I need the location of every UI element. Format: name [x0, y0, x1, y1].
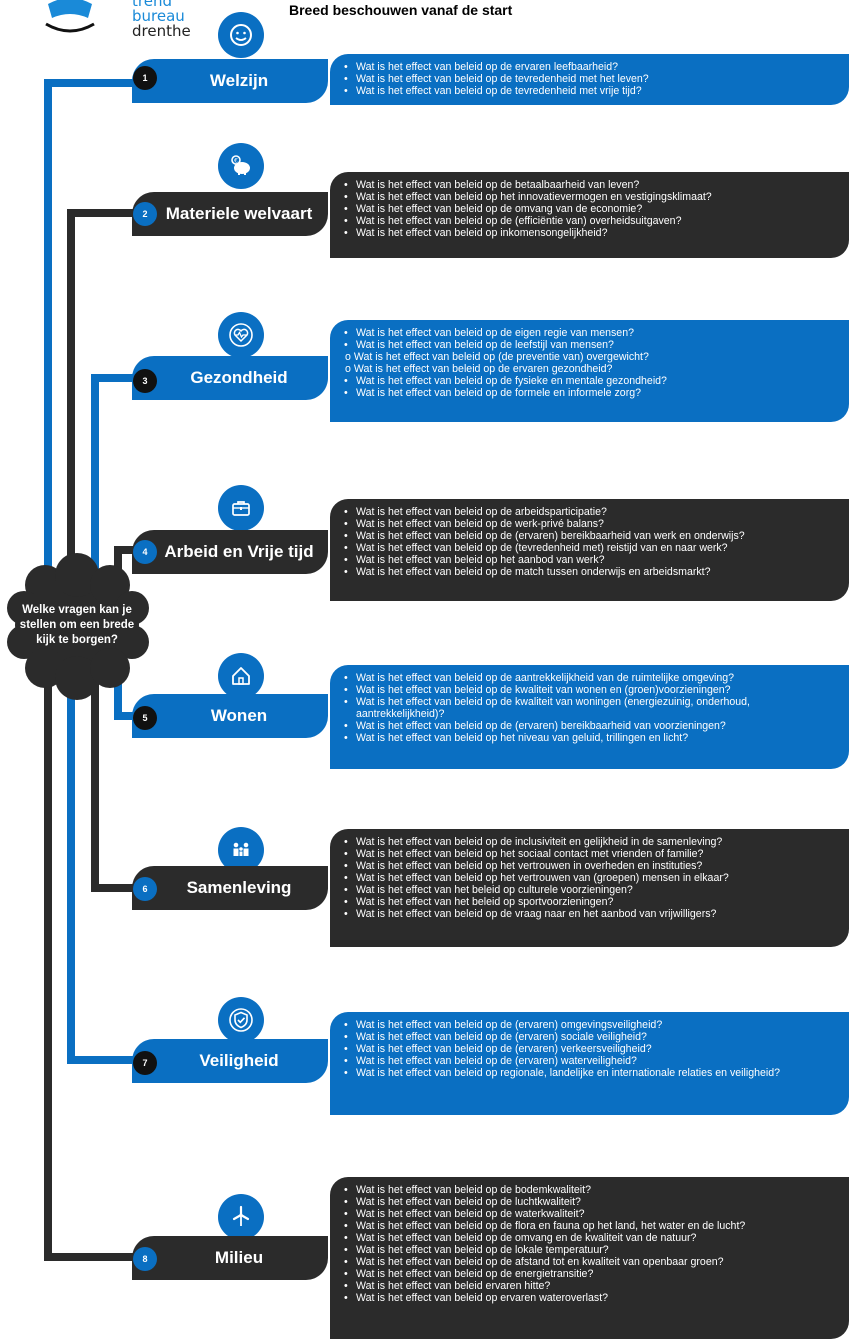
theme-pill-milieu: Milieu: [132, 1236, 328, 1280]
question-item: Wat is het effect van beleid op de (effi…: [342, 215, 839, 227]
questions-box-materiele-welvaart: Wat is het effect van beleid op de betaa…: [330, 172, 849, 258]
question-item: Wat is het effect van beleid op de kwali…: [342, 684, 839, 696]
connector-milieu: [44, 660, 150, 1261]
question-item: Wat is het effect van beleid op de omvan…: [342, 203, 839, 215]
piggy-bank-euro-icon: €: [218, 143, 264, 189]
question-item: Wat is het effect van beleid op de betaa…: [342, 179, 839, 191]
wind-turbine-icon: [218, 1194, 264, 1240]
logo-text-bureau: bureau: [132, 7, 185, 25]
theme-number-2: 2: [133, 202, 157, 226]
theme-pill-arbeid-en-vrije-tijd: Arbeid en Vrije tijd: [132, 530, 328, 574]
theme-pill-gezondheid: Gezondheid: [132, 356, 328, 400]
connector-samenleving: [91, 660, 150, 892]
question-item: Wat is het effect van beleid op de (erva…: [342, 530, 839, 542]
question-item: Wat is het effect van beleid op de bodem…: [342, 1184, 839, 1196]
question-item: Wat is het effect van beleid op de flora…: [342, 1220, 839, 1232]
questions-box-gezondheid: Wat is het effect van beleid op de eigen…: [330, 320, 849, 422]
question-item: Wat is het effect van beleid op de (erva…: [342, 1031, 839, 1043]
theme-pill-wonen: Wonen: [132, 694, 328, 738]
question-item: Wat is het effect van beleid op regional…: [342, 1067, 839, 1079]
center-cloud: [7, 553, 149, 700]
question-item: Wat is het effect van beleid op de water…: [342, 1208, 839, 1220]
question-item: Wat is het effect van beleid op de (erva…: [342, 1055, 839, 1067]
connector-materiele-welvaart: [67, 209, 150, 600]
question-item: Wat is het effect van beleid op de (erva…: [342, 1019, 839, 1031]
question-item: Wat is het effect van beleid op de (erva…: [342, 1043, 839, 1055]
question-item: Wat is het effect van beleid op het inno…: [342, 191, 839, 203]
theme-number-4: 4: [133, 540, 157, 564]
connector-veiligheid: [67, 660, 150, 1064]
question-item: Wat is het effect van beleid op de ervar…: [342, 61, 839, 73]
question-item: Wat is het effect van het beleid op cult…: [342, 884, 839, 896]
question-item: Wat is het effect van beleid op de tevre…: [342, 85, 839, 97]
logo-text-drenthe: drenthe: [132, 22, 191, 40]
question-item: Wat is het effect van beleid op de vraag…: [342, 908, 839, 920]
connector-welzijn: [44, 79, 150, 600]
question-item: Wat is het effect van beleid op de omvan…: [342, 1232, 839, 1244]
question-item: Wat is het effect van beleid op de fysie…: [342, 375, 839, 387]
question-item: Wat is het effect van beleid op de match…: [342, 566, 839, 578]
question-item: Wat is het effect van beleid op het soci…: [342, 848, 839, 860]
question-item: Wat is het effect van beleid op ervaren …: [342, 1292, 839, 1304]
theme-number-5: 5: [133, 706, 157, 730]
question-item: Wat is het effect van beleid op de (erva…: [342, 720, 839, 732]
center-question: Welke vragen kan je stellen om een brede…: [19, 604, 135, 646]
shield-check-icon: [218, 997, 264, 1043]
question-item: Wat is het effect van beleid op de afsta…: [342, 1256, 839, 1268]
face-icon: [218, 12, 264, 58]
theme-pill-samenleving: Samenleving: [132, 866, 328, 910]
question-item: Wat is het effect van beleid op het vert…: [342, 872, 839, 884]
question-item: Wat is het effect van beleid op de energ…: [342, 1268, 839, 1280]
logo-text-trend: trend: [132, 0, 172, 10]
questions-box-welzijn: Wat is het effect van beleid op de ervar…: [330, 54, 849, 105]
theme-number-8: 8: [133, 1247, 157, 1271]
question-item: Wat is het effect van beleid op de kwali…: [342, 696, 839, 720]
questions-box-samenleving: Wat is het effect van beleid op de inclu…: [330, 829, 849, 947]
theme-number-3: 3: [133, 369, 157, 393]
questions-box-milieu: Wat is het effect van beleid op de bodem…: [330, 1177, 849, 1339]
family-icon: [218, 827, 264, 873]
trendbureau-logo: trend bureau drenthe: [40, 0, 191, 46]
heart-pulse-icon: [218, 312, 264, 358]
questions-box-wonen: Wat is het effect van beleid op de aantr…: [330, 665, 849, 769]
theme-pill-welzijn: Welzijn: [132, 59, 328, 103]
question-item: Wat is het effect van het beleid op spor…: [342, 896, 839, 908]
theme-number-6: 6: [133, 877, 157, 901]
question-item: Wat is het effect van beleid op het nive…: [342, 732, 839, 744]
question-item: Wat is het effect van beleid op de aantr…: [342, 672, 839, 684]
sub-question-item: o Wat is het effect van beleid op de erv…: [345, 363, 613, 375]
question-item: Wat is het effect van beleid op de lokal…: [342, 1244, 839, 1256]
briefcase-icon: [218, 485, 264, 531]
question-item: Wat is het effect van beleid op de tevre…: [342, 73, 839, 85]
svg-text:€: €: [234, 158, 238, 165]
question-item: Wat is het effect van beleid op de werk-…: [342, 518, 839, 530]
question-item: Wat is het effect van beleid op de eigen…: [342, 327, 839, 339]
question-item: Wat is het effect van beleid op de (tevr…: [342, 542, 839, 554]
logo-mark: [45, 0, 95, 33]
theme-number-7: 7: [133, 1051, 157, 1075]
sub-question-item: o Wat is het effect van beleid op (de pr…: [345, 351, 649, 363]
question-item: Wat is het effect van beleid op inkomens…: [342, 227, 839, 239]
question-item: Wat is het effect van beleid op de lucht…: [342, 1196, 839, 1208]
question-item: Wat is het effect van beleid op het vert…: [342, 860, 839, 872]
questions-box-arbeid-en-vrije-tijd: Wat is het effect van beleid op de arbei…: [330, 499, 849, 601]
theme-pill-materiele-welvaart: Materiele welvaart: [132, 192, 328, 236]
theme-number-1: 1: [133, 66, 157, 90]
question-item: Wat is het effect van beleid op het aanb…: [342, 554, 839, 566]
questions-box-veiligheid: Wat is het effect van beleid op de (erva…: [330, 1012, 849, 1115]
house-icon: [218, 653, 264, 699]
connector-gezondheid: [91, 374, 150, 600]
question-item: Wat is het effect van beleid op de leefs…: [342, 339, 839, 351]
theme-pill-veiligheid: Veiligheid: [132, 1039, 328, 1083]
question-item: Wat is het effect van beleid ervaren hit…: [342, 1280, 839, 1292]
question-item: Wat is het effect van beleid op de forme…: [342, 387, 839, 399]
question-item: Wat is het effect van beleid op de arbei…: [342, 506, 839, 518]
page-title: Breed beschouwen vanaf de start: [289, 2, 513, 18]
question-item: Wat is het effect van beleid op de inclu…: [342, 836, 839, 848]
